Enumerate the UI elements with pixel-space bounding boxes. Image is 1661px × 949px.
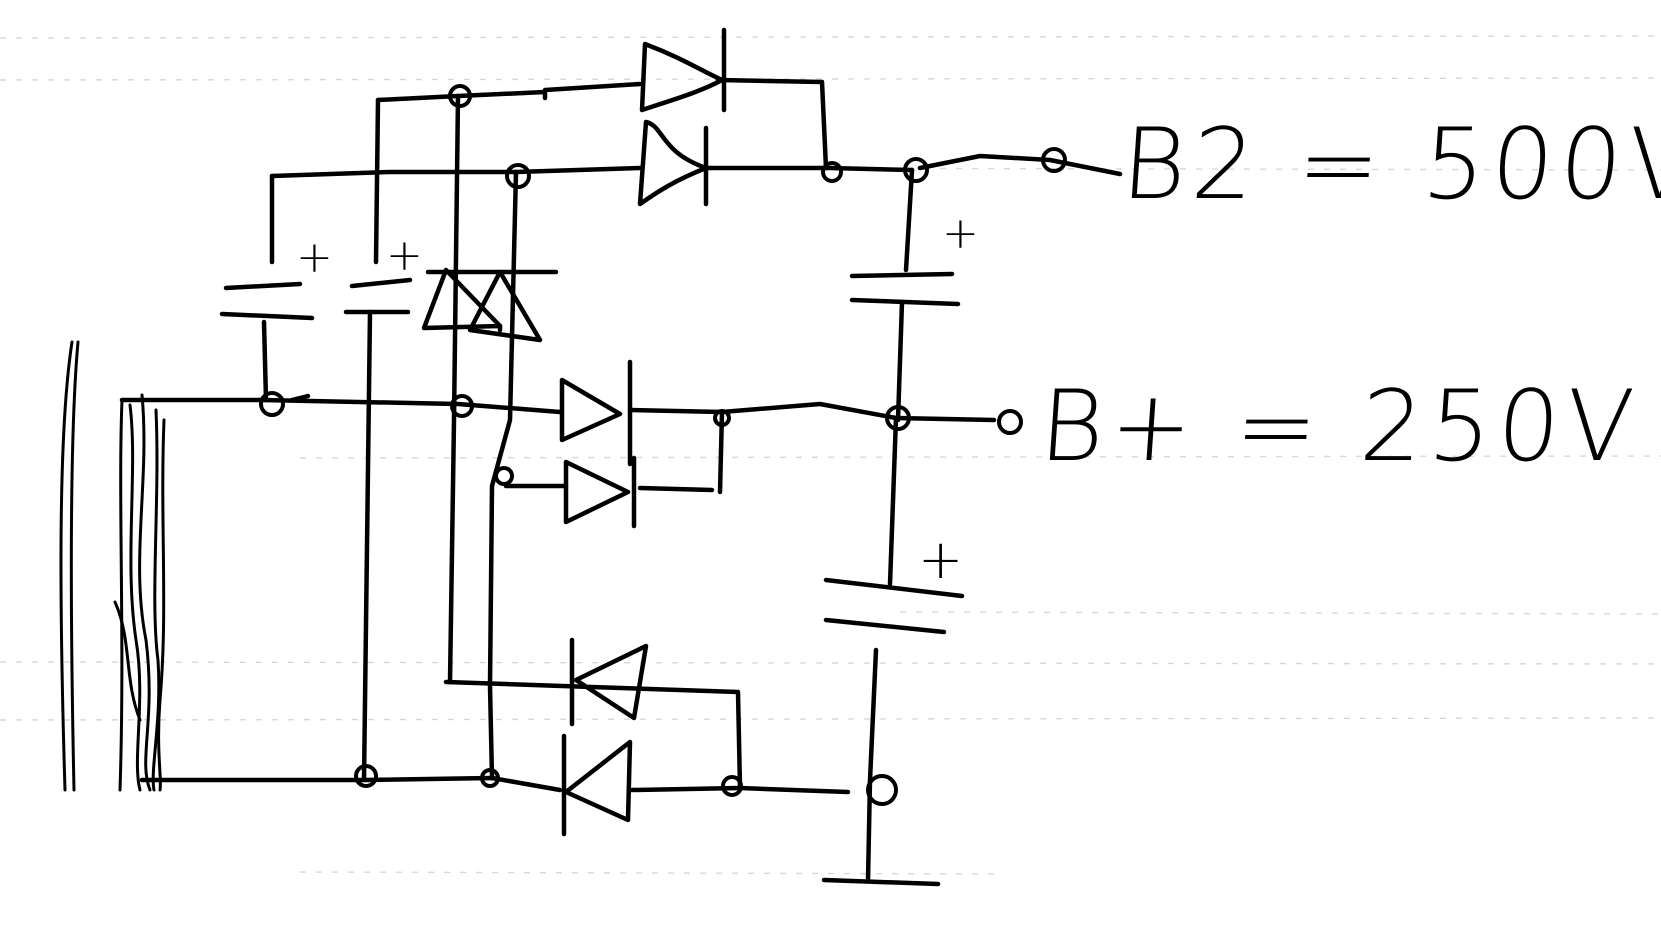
node: [885, 405, 911, 431]
capacitor-c4: [823, 577, 965, 635]
capacitors: [219, 271, 965, 635]
polarity-mark-c4: +: [918, 528, 964, 591]
node: [821, 161, 843, 183]
junction-nodes: [259, 84, 929, 806]
node: [480, 768, 500, 788]
diode-d8: [561, 733, 633, 837]
node: [721, 775, 743, 797]
transformer-winding: [59, 340, 166, 792]
node: [713, 409, 731, 427]
polarity-mark-c2: +: [386, 230, 423, 281]
diode-d7: [569, 637, 649, 727]
label-b2-voltage: B2 = 500V: [1118, 108, 1661, 222]
polarity-mark-c1: +: [296, 232, 333, 283]
terminal-bplus: [997, 409, 1023, 435]
polarity-mark-c3: +: [942, 208, 979, 259]
node: [866, 774, 898, 806]
terminal-b2: [1041, 147, 1067, 173]
capacitor-c2: [343, 277, 413, 315]
node: [450, 394, 474, 418]
diode-d5: [559, 359, 633, 467]
node: [354, 764, 378, 788]
diode-d2: [637, 119, 709, 207]
capacitor-c3: [849, 271, 961, 307]
diode-pair-center: [421, 267, 559, 343]
label-bplus-voltage: B+ = 250V: [1036, 370, 1643, 484]
capacitor-c1: [219, 281, 315, 321]
node: [505, 163, 531, 189]
diode-d1: [639, 27, 727, 113]
wires: [119, 77, 1123, 887]
node: [903, 157, 929, 183]
node: [448, 84, 472, 108]
diodes: [421, 27, 727, 837]
output-terminals: [997, 147, 1067, 435]
diode-d6: [563, 455, 637, 529]
node: [259, 391, 285, 417]
node: [494, 466, 514, 486]
